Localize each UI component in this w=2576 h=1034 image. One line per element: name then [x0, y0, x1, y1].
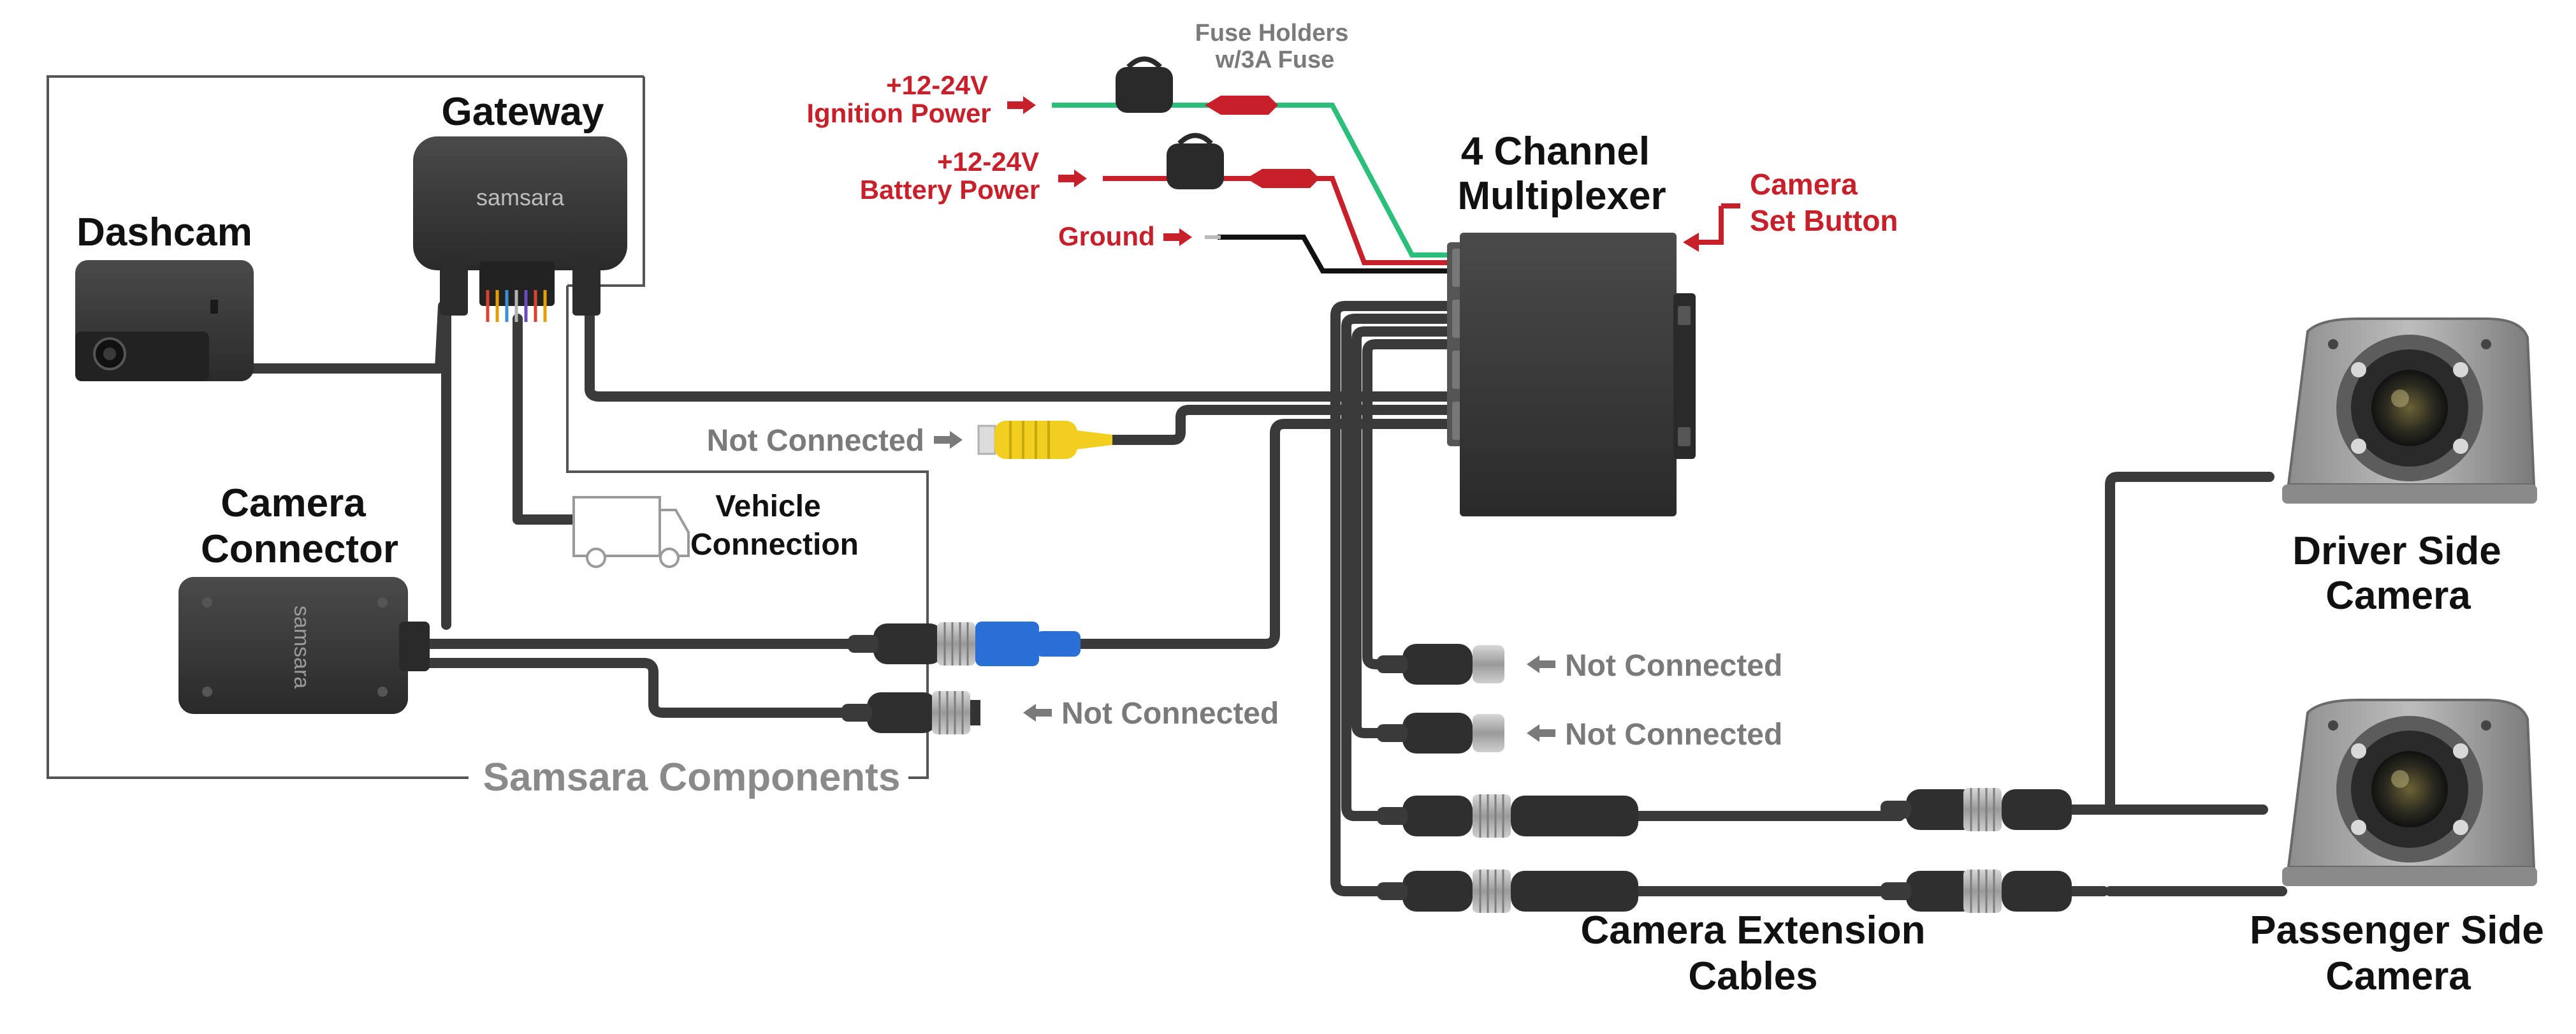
arrow-left-icon: [1527, 724, 1555, 742]
vehicle-icon: [572, 496, 690, 568]
connector-not-connected-plug: [841, 690, 980, 736]
extension-cable-passenger-connectors: [1377, 868, 2072, 914]
dashcam-device: [75, 260, 254, 381]
vehicle-connection-label-line2: Connection: [690, 528, 859, 562]
camera-connector-label-line1: Camera: [221, 481, 366, 525]
arrow-left-icon: [1023, 704, 1052, 722]
gateway-brand-text: samsara: [476, 184, 565, 210]
mux-not-connected-plug-1: [1377, 644, 1504, 685]
extension-cables-label-line2: Cables: [1688, 954, 1817, 998]
cables: [237, 295, 2287, 896]
blue-connector: [848, 621, 1081, 667]
fuse-holder-battery: [1167, 133, 1320, 189]
connector-brand-text: samsara: [289, 606, 314, 688]
driver-camera-label-line2: Camera: [2325, 574, 2471, 618]
battery-voltage-label: +12-24V: [937, 147, 1039, 177]
fuse-holder-ignition: [1116, 56, 1278, 115]
gateway-device: samsara: [413, 136, 627, 322]
dashcam-label: Dashcam: [76, 210, 252, 254]
arrow-right-icon: [1058, 170, 1087, 187]
extension-cable-driver-connectors: [1377, 787, 2072, 839]
set-button-arrow-icon: [1683, 203, 1740, 252]
ground-label: Ground: [1058, 221, 1155, 251]
fuse-holders-label-line2: w/3A Fuse: [1215, 47, 1335, 73]
camera-set-button-label-line2: Set Button: [1750, 204, 1898, 237]
multiplexer-label-line2: Multiplexer: [1457, 174, 1666, 218]
not-connected-label-rca: Not Connected: [707, 424, 924, 458]
arrow-right-icon: [934, 431, 963, 449]
passenger-camera-label-line1: Passenger Side: [2250, 908, 2544, 952]
extension-cables-label-line1: Camera Extension: [1581, 908, 1926, 952]
vehicle-connection-label-line1: Vehicle: [715, 490, 820, 523]
gateway-label: Gateway: [441, 90, 604, 134]
camera-set-button-label-line1: Camera: [1750, 168, 1858, 201]
battery-power-label: Battery Power: [860, 175, 1040, 205]
not-connected-label-connector: Not Connected: [1061, 697, 1279, 731]
passenger-camera-label-line2: Camera: [2325, 954, 2471, 998]
ignition-voltage-label: +12-24V: [886, 70, 988, 100]
ignition-power-label: Ignition Power: [806, 98, 991, 128]
samsara-components-label: Samsara Components: [483, 755, 901, 799]
passenger-camera-device: [2282, 699, 2537, 886]
not-connected-label-mux-2: Not Connected: [1565, 718, 1782, 752]
mux-not-connected-plug-2: [1377, 713, 1504, 754]
multiplexer-label-line1: 4 Channel: [1461, 129, 1650, 173]
multiplexer-device: [1447, 233, 1696, 516]
arrow-right-icon: [1163, 228, 1192, 246]
not-connected-label-mux-1: Not Connected: [1565, 649, 1782, 683]
camera-connector-device: samsara: [178, 577, 430, 714]
driver-camera-device: [2282, 317, 2537, 504]
rca-plug: [977, 421, 1112, 459]
arrow-left-icon: [1527, 655, 1555, 673]
driver-camera-label-line1: Driver Side: [2292, 529, 2501, 573]
arrow-right-icon: [1007, 96, 1036, 114]
fuse-holders-label-line1: Fuse Holders: [1195, 20, 1349, 47]
camera-connector-label-line2: Connector: [201, 527, 398, 571]
